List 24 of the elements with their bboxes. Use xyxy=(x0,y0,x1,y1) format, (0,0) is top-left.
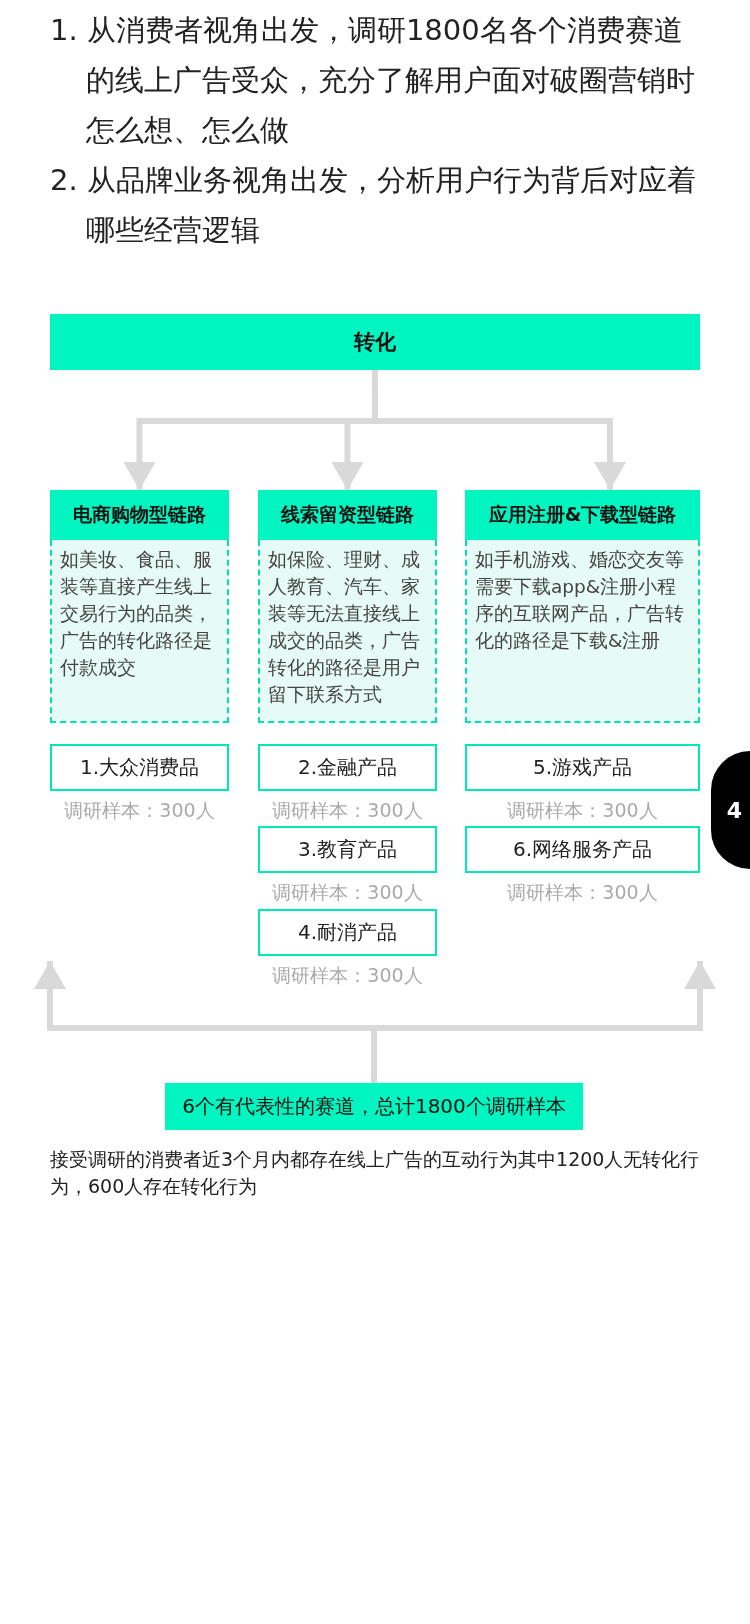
note-text: 接受调研的消费者近3个月内都存在线上广告的互动行为其中1200人无转化行为，600人存在转化行为 xyxy=(50,1147,700,1199)
card-heading: 电商购物型链路 xyxy=(50,490,229,540)
category-box: 4.耐消产品 xyxy=(258,909,437,956)
sample-note: 调研样本：300人 xyxy=(271,963,424,988)
sample-note: 调研样本：300人 xyxy=(271,798,424,823)
list-item: 2. 从品牌业务视角出发，分析用户行为背后对应着哪些经营逻辑 xyxy=(50,162,697,249)
category-box: 3.教育产品 xyxy=(258,826,437,873)
card-body: 如保险、理财、成人教育、汽车、家装等无法直接线上成交的品类，广告转化的路径是用户留下联系方式 xyxy=(258,540,437,723)
category-box: 6.网络服务产品 xyxy=(465,826,700,873)
list-item: 1. 从消费者视角出发，调研1800名各个消费赛道的线上广告受众，充分了解用户面对破圈营销时怎么想、怎么做 xyxy=(50,12,696,149)
sample-note: 调研样本：300人 xyxy=(506,880,659,905)
summary-box: 6个有代表性的赛道，总计1800个调研样本 xyxy=(165,1083,583,1130)
category-box: 5.游戏产品 xyxy=(465,744,700,791)
page-badge: 4 xyxy=(711,751,750,869)
card-heading: 应用注册&下载型链路 xyxy=(465,490,700,540)
card-body: 如手机游戏、婚恋交友等需要下载app&注册小程序的互联网产品，广告转化的路径是下载&注册 xyxy=(465,540,700,723)
category-box: 1.大众消费品 xyxy=(50,744,229,791)
category-box: 2.金融产品 xyxy=(258,744,437,791)
card-heading: 线索留资型链路 xyxy=(258,490,437,540)
sample-note: 调研样本：300人 xyxy=(506,798,659,823)
header-bar: 转化 xyxy=(50,314,700,370)
card-body: 如美妆、食品、服装等直接产生线上交易行为的品类，广告的转化路径是付款成交 xyxy=(50,540,229,723)
sample-note: 调研样本：300人 xyxy=(271,880,424,905)
sample-note: 调研样本：300人 xyxy=(63,798,216,823)
